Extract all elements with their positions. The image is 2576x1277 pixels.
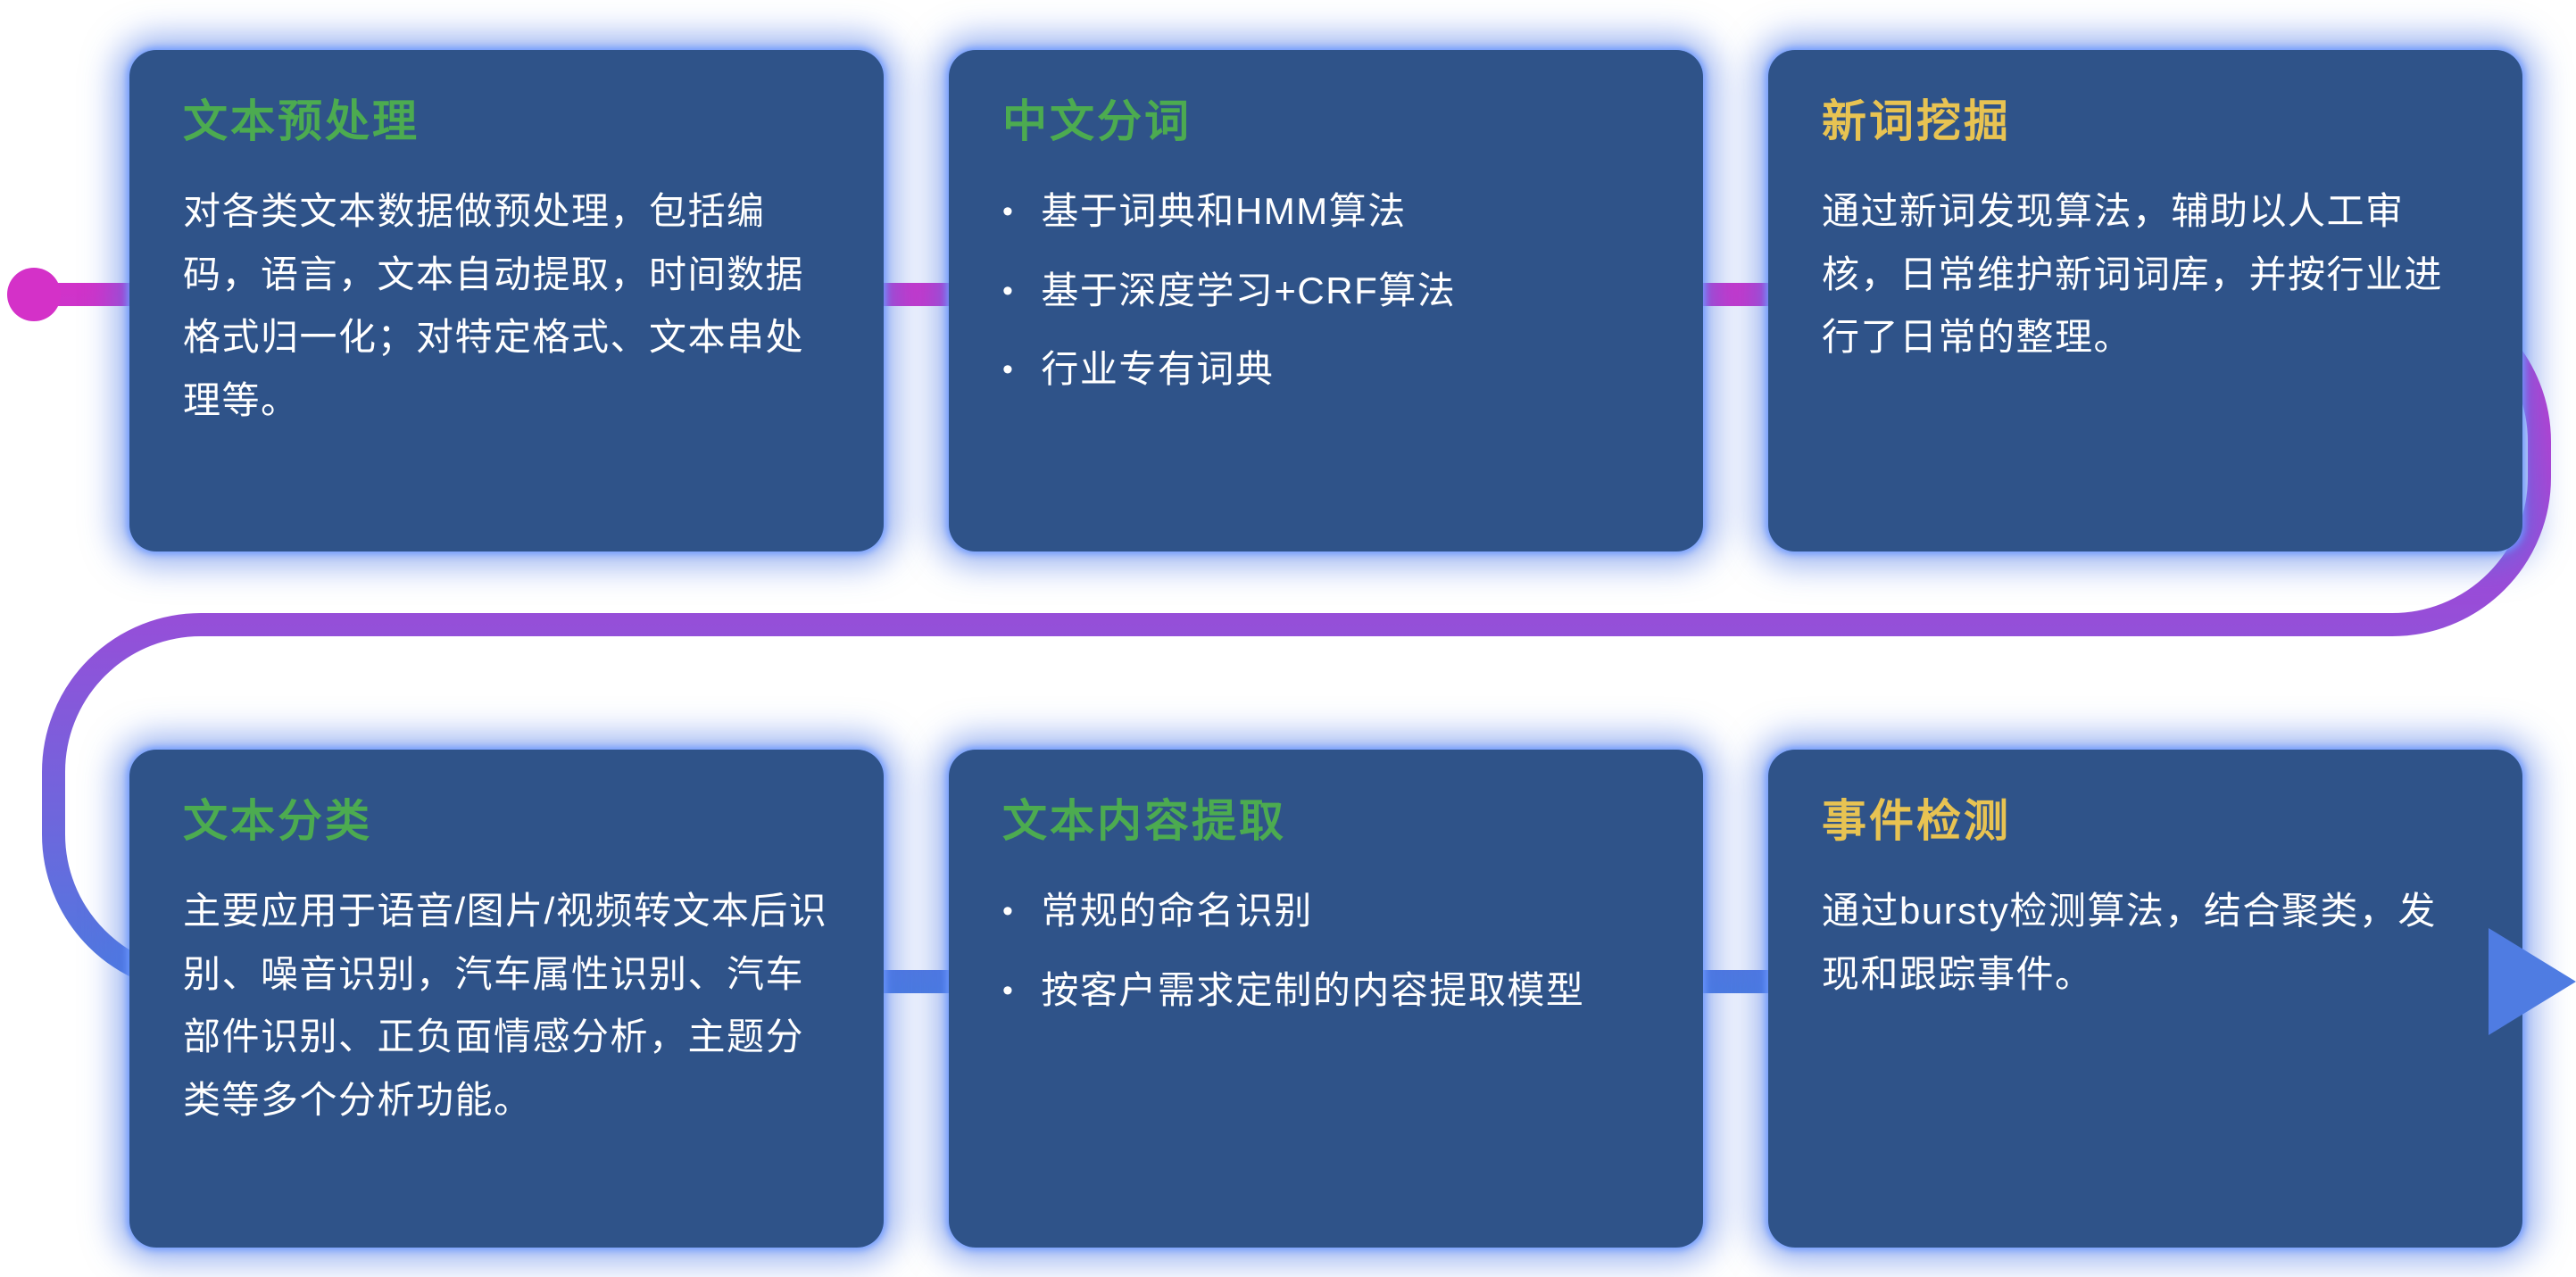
card-text-preprocessing: 文本预处理 对各类文本数据做预处理，包括编码，语言，文本自动提取，时间数据格式归… [129, 50, 884, 551]
card-body: 对各类文本数据做预处理，包括编码，语言，文本自动提取，时间数据格式归一化；对特定… [183, 190, 805, 421]
bullet-item: 按客户需求定制的内容提取模型 [1002, 959, 1649, 1023]
card-body: 主要应用于语音/图片/视频转文本后识别、噪音识别，汽车属性识别、汽车部件识别、正… [183, 890, 828, 1121]
card-text-classification: 文本分类 主要应用于语音/图片/视频转文本后识别、噪音识别，汽车属性识别、汽车部… [129, 750, 884, 1248]
bullet-list: 基于词典和HMM算法 基于深度学习+CRF算法 行业专有词典 [1002, 180, 1649, 402]
bullet-list: 常规的命名识别 按客户需求定制的内容提取模型 [1002, 880, 1649, 1022]
card-title: 事件检测 [1822, 796, 2011, 846]
card-title: 文本内容提取 [1002, 796, 1286, 846]
card-event-detection: 事件检测 通过bursty检测算法，结合聚类，发现和跟踪事件。 [1768, 750, 2522, 1248]
bullet-item: 基于词典和HMM算法 [1002, 180, 1649, 244]
card-new-word-mining: 新词挖掘 通过新词发现算法，辅助以人工审核，日常维护新词词库，并按行业进行了日常… [1768, 50, 2522, 551]
card-title: 新词挖掘 [1822, 96, 2011, 146]
card-title: 文本分类 [183, 796, 372, 846]
card-text-content-extraction: 文本内容提取 常规的命名识别 按客户需求定制的内容提取模型 [949, 750, 1703, 1248]
card-title: 文本预处理 [183, 96, 420, 146]
card-chinese-word-segmentation: 中文分词 基于词典和HMM算法 基于深度学习+CRF算法 行业专有词典 [949, 50, 1703, 551]
bullet-item: 行业专有词典 [1002, 338, 1649, 402]
bullet-item: 基于深度学习+CRF算法 [1002, 260, 1649, 323]
flow-start-dot-icon [7, 268, 61, 321]
flow-arrow-icon [2489, 928, 2576, 1035]
bullet-item: 常规的命名识别 [1002, 880, 1649, 943]
card-title: 中文分词 [1002, 96, 1192, 146]
card-body: 通过bursty检测算法，结合聚类，发现和跟踪事件。 [1822, 890, 2437, 995]
card-body: 通过新词发现算法，辅助以人工审核，日常维护新词词库，并按行业进行了日常的整理。 [1822, 190, 2444, 359]
